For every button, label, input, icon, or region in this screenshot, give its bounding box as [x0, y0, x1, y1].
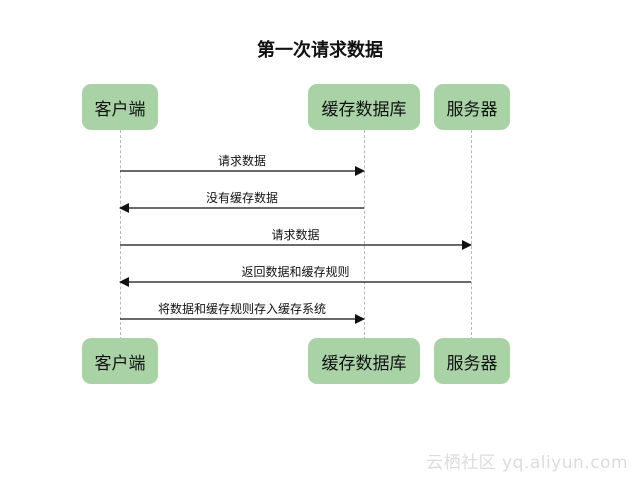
lifeline-cache: [364, 130, 365, 340]
message-label-1: 请求数据: [217, 154, 267, 168]
message-label-4: 返回数据和缓存规则: [241, 265, 350, 279]
message-label-3: 请求数据: [271, 228, 320, 242]
participant-cache-bottom: 缓存数据库: [308, 338, 420, 384]
participant-server-top: 服务器: [434, 84, 510, 130]
lifeline-client: [120, 130, 121, 340]
message-label-2: 没有缓存数据: [205, 191, 279, 205]
diagram-title: 第一次请求数据: [257, 40, 383, 61]
watermark: 云栖社区 yq.aliyun.com: [426, 453, 628, 473]
participant-cache-top: 缓存数据库: [308, 84, 420, 130]
message-label-5: 将数据和缓存规则存入缓存系统: [157, 302, 327, 316]
participant-client-top: 客户端: [82, 84, 158, 130]
participant-client-bottom: 客户端: [82, 338, 158, 384]
participant-server-bottom: 服务器: [434, 338, 510, 384]
lifeline-server: [471, 130, 472, 340]
